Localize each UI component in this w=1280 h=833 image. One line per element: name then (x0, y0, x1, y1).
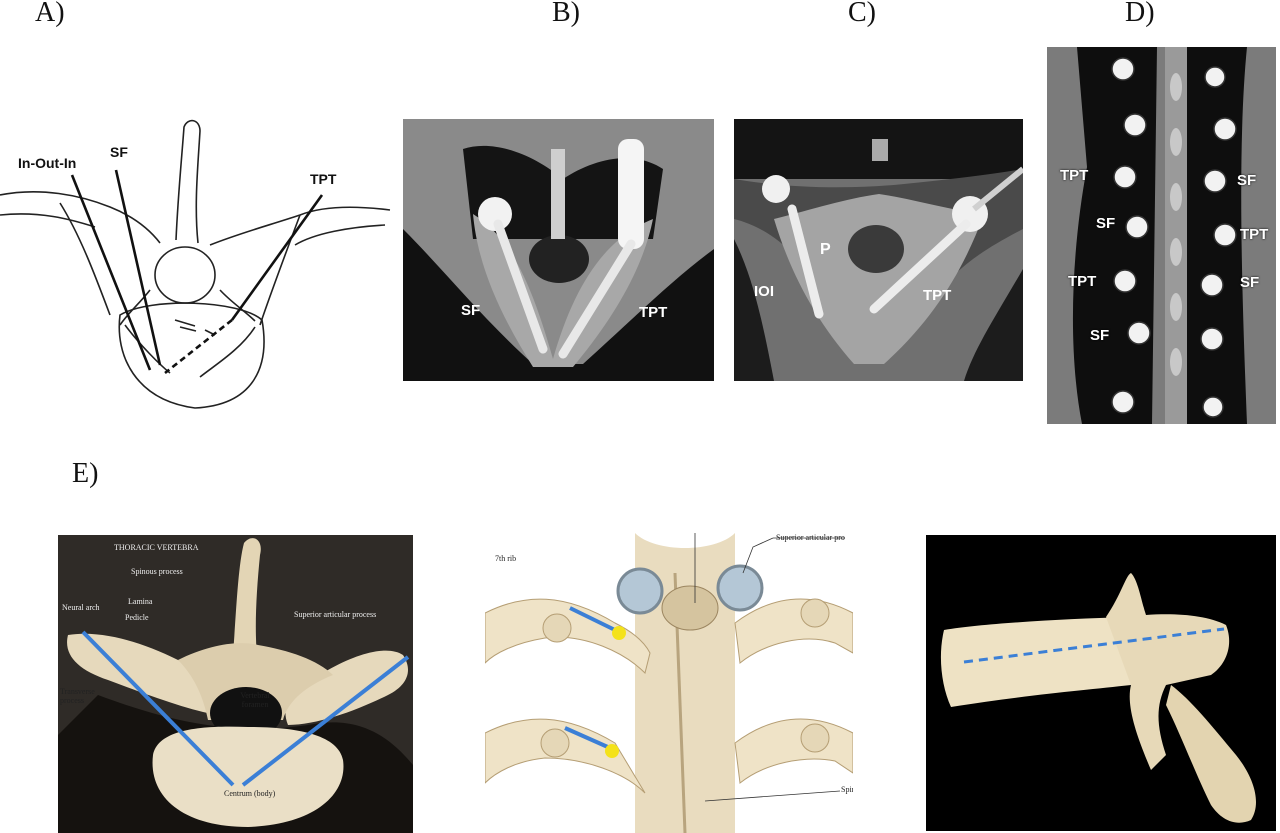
label-pedicle: Pedicle (125, 613, 149, 622)
panel-e-atlas-illustration: 7th rib Superior articular pro Spin (485, 533, 853, 833)
panel-letter-c: C) (848, 0, 876, 28)
panel-e-bone-photo: THORACIC VERTEBRA Spinous process Lamina… (58, 535, 413, 833)
label-neural-arch: Neural arch (62, 603, 100, 612)
label-vertebral-foramen: Vertebral foramen (240, 691, 270, 709)
panel-d-ct: TPT SF SF TPT TPT SF SF (1047, 47, 1276, 424)
label-sf: SF (1240, 274, 1260, 291)
label-tpt: TPT (1068, 273, 1097, 290)
panel-letter-b: B) (552, 0, 580, 28)
panel-letter-d: D) (1125, 0, 1155, 28)
label-sf: SF (1096, 215, 1116, 232)
label-spin: Spin (841, 785, 853, 794)
label-tpt: TPT (1240, 226, 1269, 243)
vertebra-lateral-photo (926, 535, 1276, 831)
label-centrum: Centrum (body) (224, 789, 276, 798)
label-superior-articular-process: Superior articular process (294, 610, 377, 619)
panel-c-ct: IOI P TPT (734, 119, 1023, 381)
label-sf: SF (1237, 172, 1257, 189)
panel-letter-a: A) (35, 0, 65, 28)
thoracic-vertebra-photo (58, 535, 413, 833)
label-spinous-process: Spinous process (131, 567, 183, 576)
panel-b-ct: SF TPT (403, 119, 714, 381)
label-sf: SF (461, 302, 481, 319)
label-ioi: IOI (754, 283, 775, 300)
panel-a-drawing: In-Out-In SF TPT (0, 115, 395, 415)
panel-e-lateral-photo (926, 535, 1276, 831)
label-7th-rib: 7th rib (495, 554, 517, 563)
label-transverse-process: Transverse process (60, 687, 95, 705)
ct-axial-image (734, 119, 1023, 381)
label-sf: SF (1090, 327, 1110, 344)
label-superior-articular-pro: Superior articular pro (776, 533, 845, 542)
label-thoracic-vertebra: THORACIC VERTEBRA (114, 543, 199, 552)
panel-letter-e: E) (72, 458, 99, 489)
label-lamina: Lamina (128, 597, 153, 606)
label-in-out-in: In-Out-In (18, 155, 77, 171)
rib-vertebra-illustration (485, 533, 853, 833)
label-sf: SF (110, 144, 128, 160)
ct-coronal-image (1047, 47, 1276, 424)
ct-axial-image (403, 119, 714, 381)
label-tpt: TPT (639, 304, 668, 321)
label-tpt: TPT (310, 171, 337, 187)
label-p: P (820, 241, 831, 258)
label-tpt: TPT (1060, 167, 1089, 184)
vertebra-line-drawing (0, 119, 391, 409)
label-tpt: TPT (923, 287, 952, 304)
